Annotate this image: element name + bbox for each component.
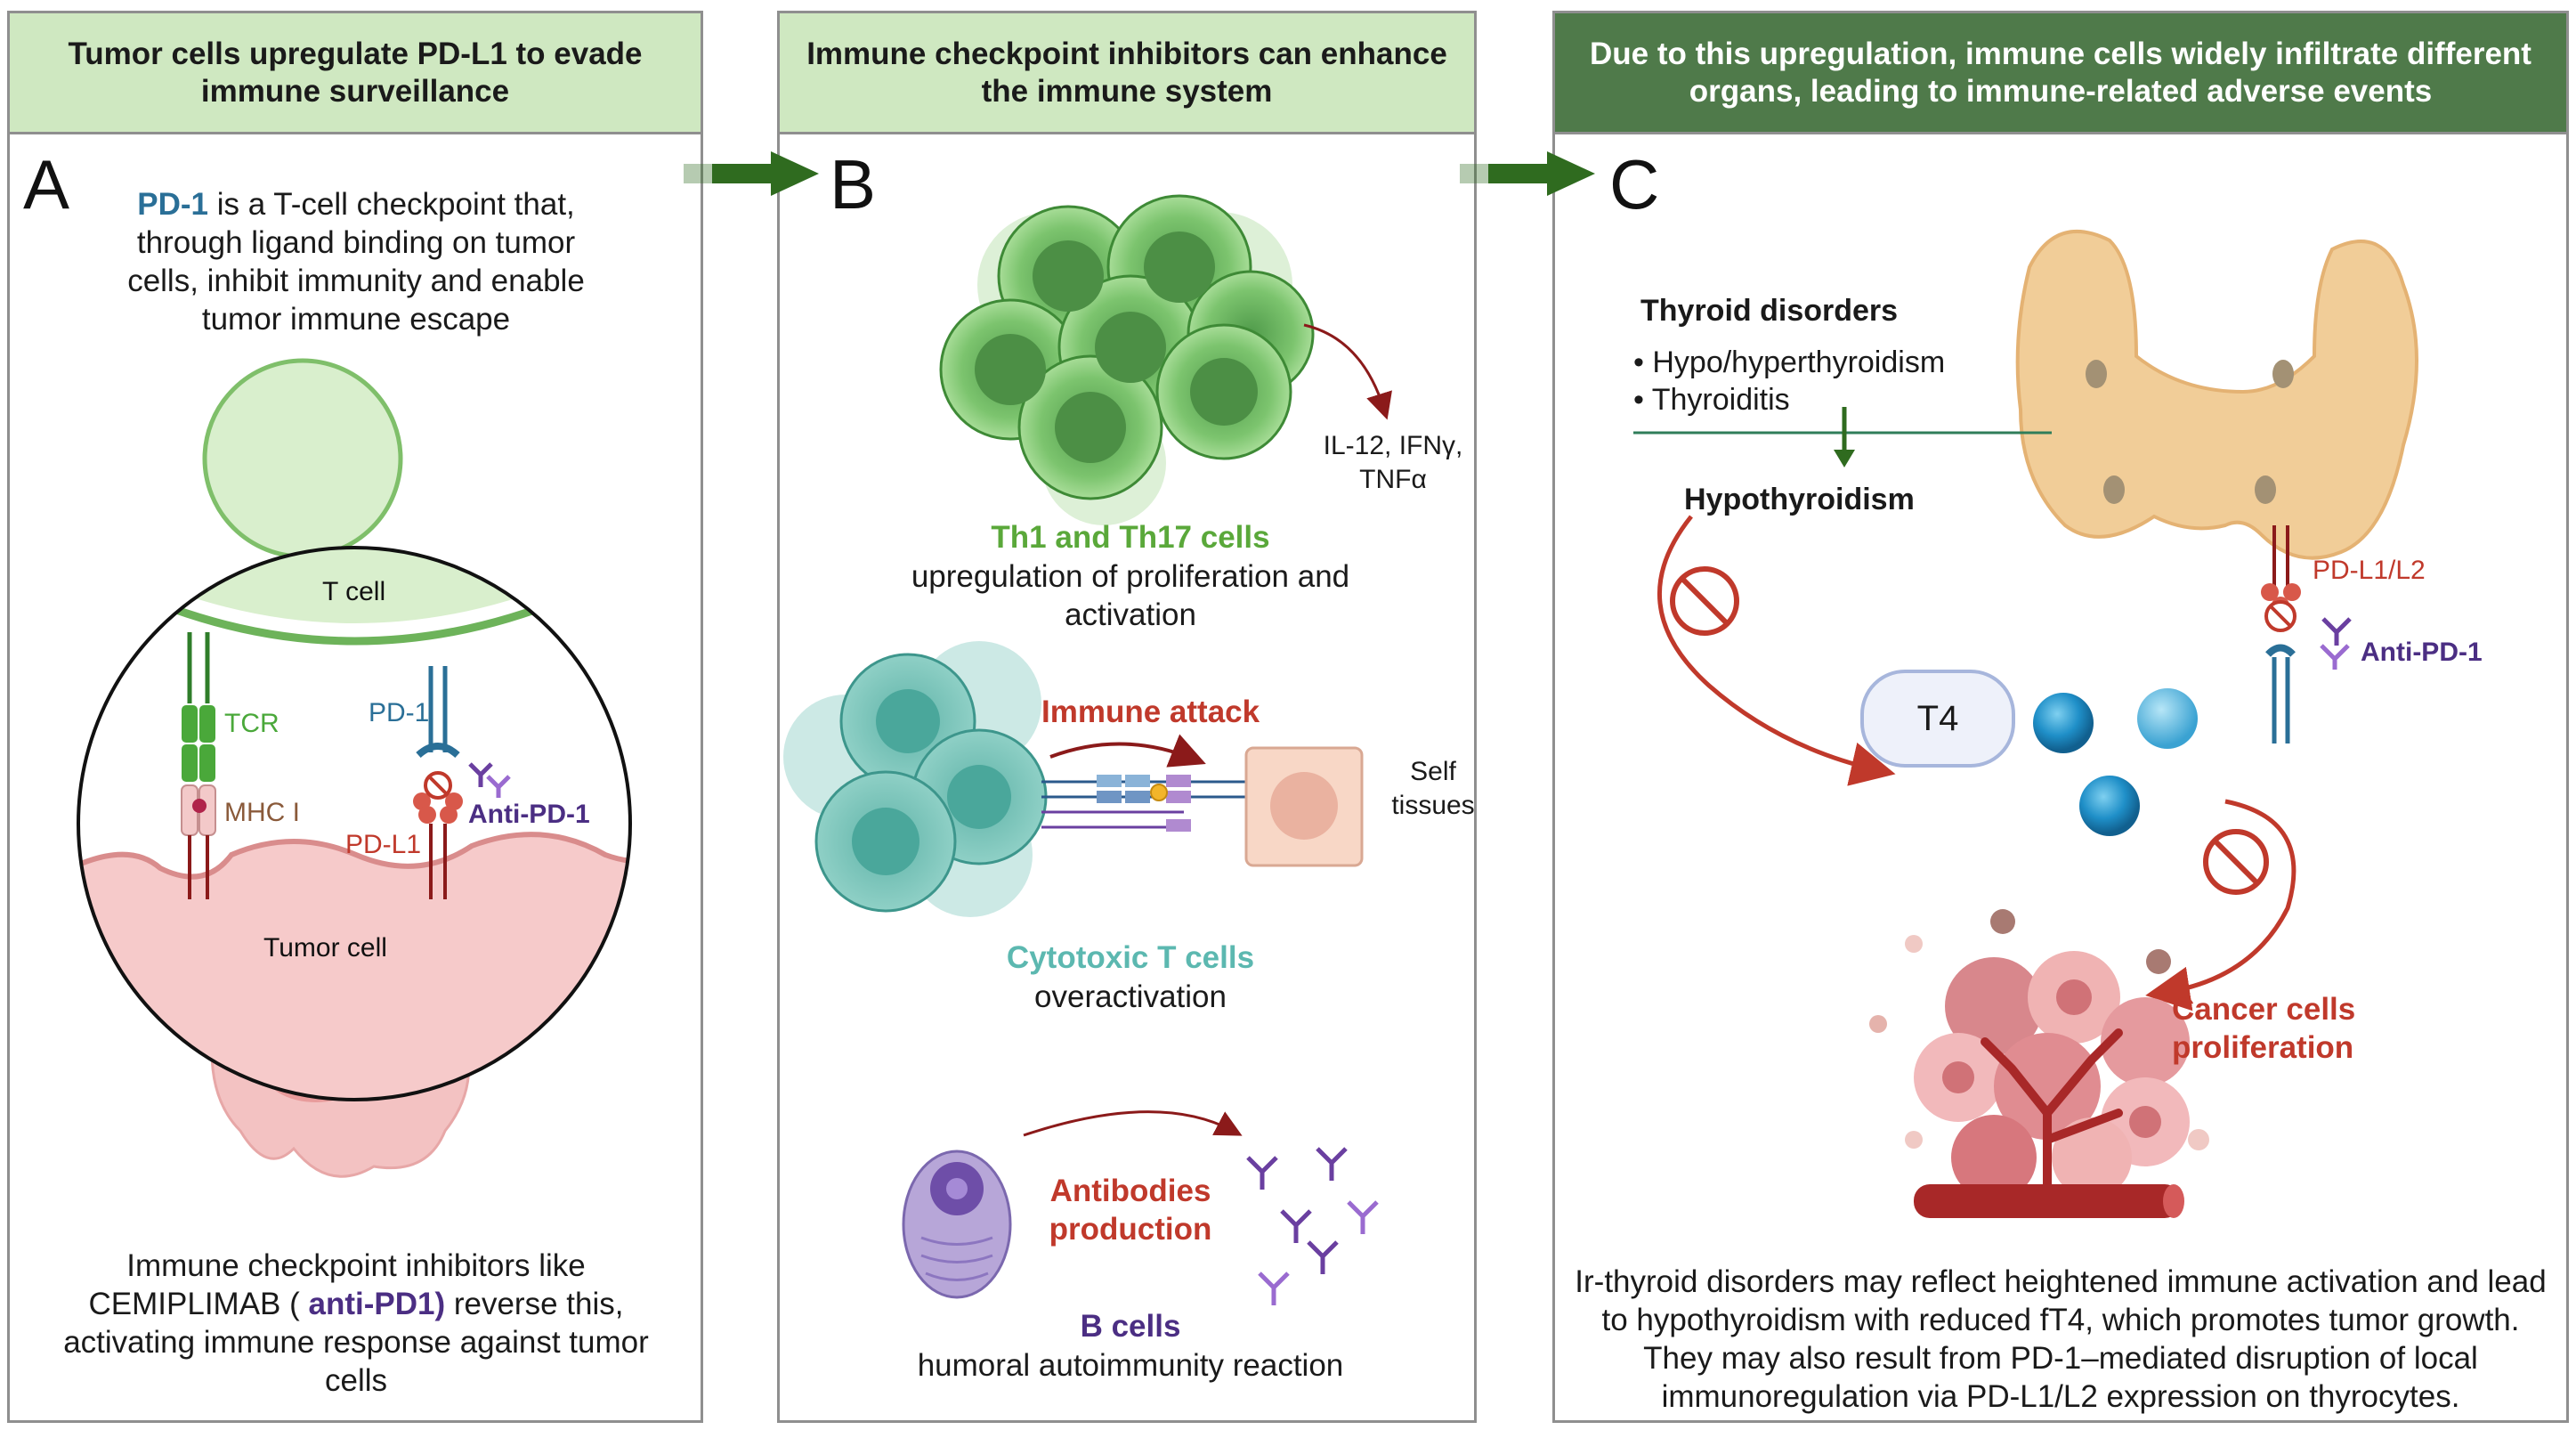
block-icon-t4 — [2203, 829, 2269, 895]
cyto-desc: overactivation — [1034, 979, 1227, 1014]
immune-attack-bridge — [1041, 734, 1246, 832]
arrow-b-to-c — [1460, 151, 1595, 196]
t4-hormone-balls — [2033, 688, 2198, 836]
cytokines-line2: TNFα — [1359, 465, 1427, 494]
thyroid-gland-icon — [2015, 230, 2418, 560]
tumor-mass-icon — [1869, 909, 2209, 1218]
cancer-line1: Cancer cells — [2172, 992, 2356, 1027]
antibodies-line1: Antibodies — [1049, 1174, 1211, 1208]
panel-b-header: Immune checkpoint inhibitors can enhance… — [780, 13, 1474, 134]
pdl1-ligand-icon — [413, 792, 463, 899]
pdl1-l2-label: PD-L1/L2 — [2313, 556, 2426, 585]
t-cell-label: T cell — [322, 577, 386, 606]
footer-post: reverse this, activating immune response… — [63, 1287, 649, 1398]
hypothyroidism-label: Hypothyroidism — [1684, 483, 1915, 516]
cancer-line2: proliferation — [2172, 1030, 2354, 1065]
antibody-thyroid-icon — [2320, 617, 2352, 670]
arrow-a-to-b — [684, 151, 819, 196]
immune-attack-label: Immune attack — [1041, 695, 1260, 729]
bullet-hypo-hyper: • Hypo/hyperthyroidism — [1633, 345, 1946, 379]
pd1-highlight: PD-1 — [137, 187, 208, 222]
block-icon-thyroid — [2264, 600, 2297, 632]
b-cells-title: B cells — [1080, 1309, 1181, 1344]
panel-c-footer: Ir-thyroid disorders may reflect heighte… — [1575, 1264, 2547, 1414]
th-title: Th1 and Th17 cells — [991, 520, 1270, 555]
panel-b-letter: B — [830, 145, 877, 223]
panel-a-header: Tumor cells upregulate PD-L1 to evade im… — [10, 13, 701, 134]
self-tissues-label: Self tissues — [1384, 755, 1482, 823]
thyroid-disorders-title: Thyroid disorders — [1640, 294, 1899, 328]
panel-a-intro: PD-1 is a T-cell checkpoint that, throug… — [107, 185, 605, 338]
self-tissues-line1: Self — [1410, 757, 1456, 786]
down-arrow-icon — [1834, 407, 1855, 467]
anti-pd1-highlight: anti-PD1) — [308, 1287, 446, 1321]
antibodies-label: Antibodies production — [1024, 1172, 1237, 1248]
th-desc: upregulation of proliferation and activa… — [911, 559, 1350, 632]
intro-rest: is a T-cell checkpoint that, through lig… — [127, 187, 585, 337]
self-tissue-icon — [1244, 746, 1364, 867]
panel-c-header: Due to this upregulation, immune cells w… — [1555, 13, 2566, 134]
pd1-label: PD-1 — [369, 698, 430, 727]
pd1-receptor-thyroid-icon — [2265, 644, 2296, 743]
pdl1-label: PD-L1 — [345, 830, 422, 859]
cytokines-label: IL-12, IFNγ, TNFα — [1322, 429, 1464, 497]
tumor-cell-label: Tumor cell — [263, 933, 387, 963]
th-cell-cluster — [939, 194, 1392, 525]
antibody-cluster — [1246, 1147, 1379, 1305]
t4-to-cancer-arrow — [2145, 799, 2297, 1012]
mhc-label: MHC I — [224, 798, 300, 827]
panel-a-footer: Immune checkpoint inhibitors like CEMIPL… — [62, 1247, 650, 1400]
cytotoxic-cell-cluster — [783, 641, 1048, 917]
antibody-icon — [468, 762, 511, 798]
b-cells-desc: humoral autoimmunity reaction — [917, 1348, 1344, 1383]
cancer-label: Cancer cells proliferation — [2172, 990, 2394, 1067]
block-icon-hypothyroid — [1670, 566, 1739, 636]
panel-a-letter: A — [23, 145, 70, 223]
mhc-icon — [181, 784, 216, 899]
b-cell-icon — [902, 1110, 1243, 1299]
tcr-receptor-icon — [182, 632, 215, 782]
block-icon — [424, 771, 452, 800]
t-cell-top — [202, 358, 403, 581]
cytokines-line1: IL-12, IFNγ, — [1323, 431, 1463, 460]
panel-c-letter: C — [1609, 145, 1660, 223]
self-tissues-line2: tissues — [1391, 791, 1475, 820]
tcr-label: TCR — [224, 709, 279, 738]
t4-badge: T4 — [1860, 670, 2015, 768]
hypo-to-t4-arrow — [1657, 515, 1896, 786]
footer-pre: Immune checkpoint inhibitors like CEMIPL… — [88, 1248, 586, 1321]
cyto-title: Cytotoxic T cells — [1006, 940, 1255, 975]
anti-pd1-label: Anti-PD-1 — [468, 800, 590, 829]
anti-pd1-thyroid-label: Anti-PD-1 — [2361, 638, 2483, 667]
antibodies-line2: production — [1049, 1212, 1212, 1247]
bullet-thyroiditis: • Thyroiditis — [1633, 383, 1790, 417]
pd1-receptor-icon — [416, 666, 460, 759]
